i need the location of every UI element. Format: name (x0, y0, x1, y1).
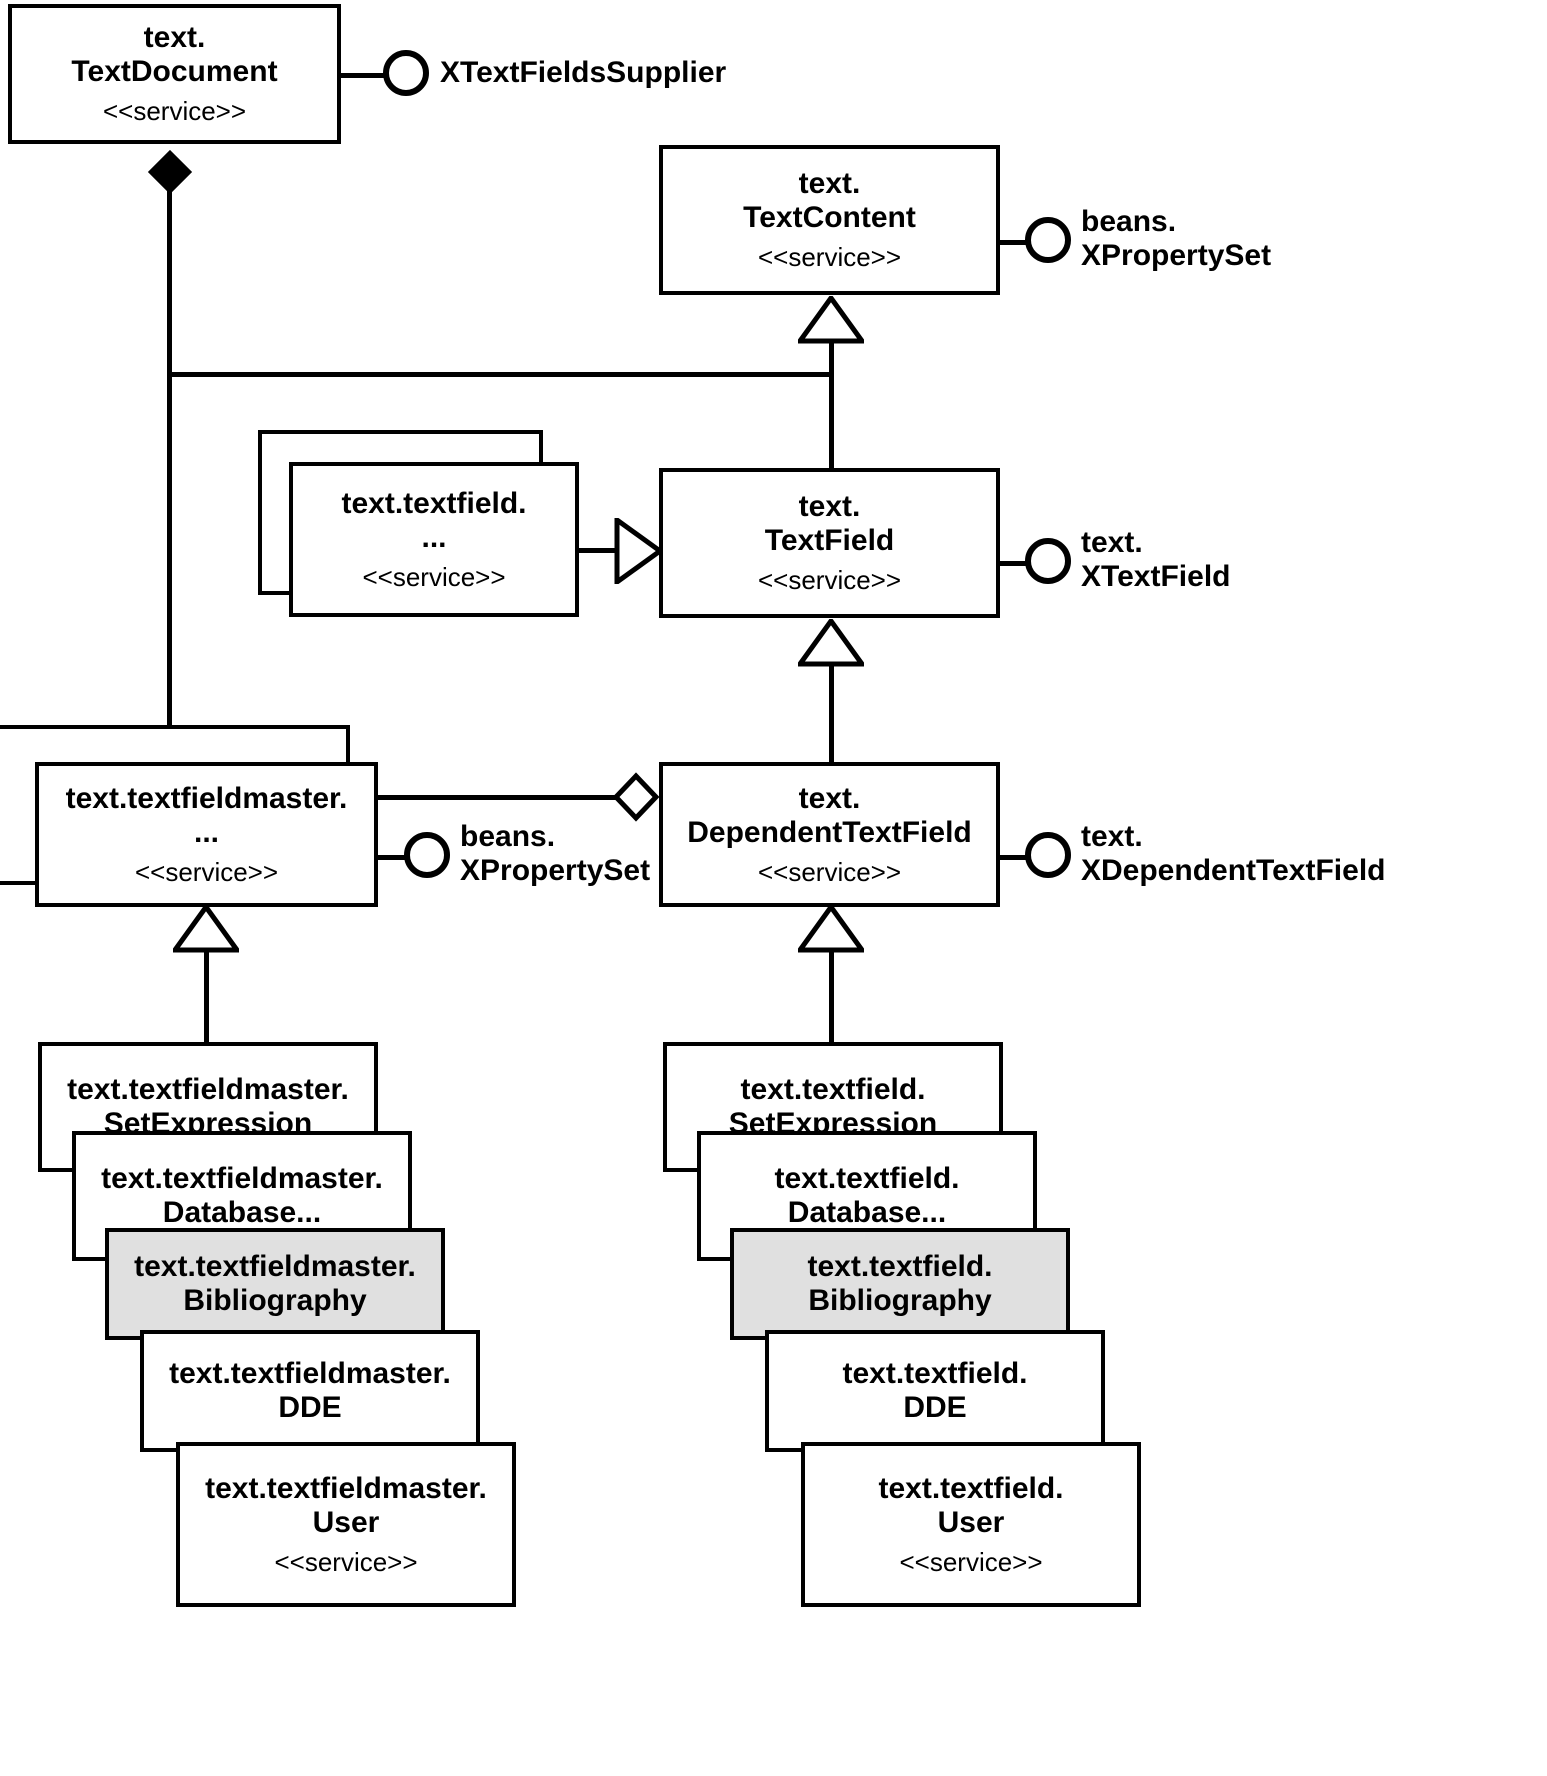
interface-label-line1: beans. (460, 820, 556, 853)
box-title-line2: DDE (278, 1391, 342, 1424)
box-title-line2: ... (421, 520, 447, 554)
box-title-line2: Database... (162, 1196, 322, 1229)
generalization-textfieldany-to-textfield-line (578, 548, 618, 553)
interface-label-line2: XPropertySet (460, 853, 651, 887)
interface-label-line2: XTextField (1081, 559, 1231, 593)
box-title-line2: TextContent (743, 201, 916, 235)
box-title-line2: User (312, 1505, 380, 1539)
composition-line-horizontal (167, 372, 832, 377)
box-text-dependenttextfield[interactable]: text. DependentTextField <<service>> (659, 762, 1000, 907)
interface-label-line1: XTextFieldsSupplier (440, 56, 727, 89)
box-title-line1: text. (143, 21, 206, 54)
box-title-line1: text.textfield. (842, 1356, 1028, 1390)
box-stereotype: <<service>> (899, 1546, 1043, 1577)
interface-lollipop-text-xdependenttextfield-icon[interactable] (1025, 832, 1071, 878)
box-textfield-bibliography[interactable]: text.textfield. Bibliography (730, 1228, 1070, 1340)
composition-diamond-filled-icon (147, 149, 193, 195)
box-title-line1: text.textfield. (740, 1072, 926, 1106)
box-stereotype: <<service>> (757, 242, 902, 273)
box-stereotype: <<service>> (757, 565, 902, 596)
box-textfieldmaster-bibliography[interactable]: text.textfieldmaster. Bibliography (105, 1228, 445, 1340)
interface-label-line1: text. (1081, 526, 1143, 559)
connector-textfieldmaster-to-xpropertyset (378, 855, 408, 860)
box-title-line2: Database... (787, 1196, 947, 1229)
interface-label-beans-xpropertyset-top: beans. XPropertySet (1081, 205, 1271, 273)
interface-lollipop-beans-xpropertyset-top-icon[interactable] (1025, 217, 1071, 263)
interface-label-line2: XDependentTextField (1081, 853, 1386, 887)
interface-label-text-xtextfield: text. XTextField (1081, 526, 1230, 594)
box-stereotype: <<service>> (102, 96, 247, 127)
generalization-arrow-to-textfield-icon (798, 619, 864, 667)
box-title-line1: text.textfieldmaster. (101, 1161, 383, 1195)
generalization-arrow-masterstack-icon (173, 905, 239, 953)
interface-lollipop-text-xtextfield-icon[interactable] (1025, 538, 1071, 584)
generalization-arrow-textfieldany-to-textfield-icon (614, 518, 662, 584)
interface-label-beans-xpropertyset-master: beans. XPropertySet (460, 820, 650, 888)
box-title-line1: text.textfield. (341, 486, 527, 520)
box-stereotype: <<service>> (134, 856, 279, 887)
interface-lollipop-beans-xpropertyset-master-icon[interactable] (404, 832, 450, 878)
interface-lollipop-xtextfieldssupplier-icon[interactable] (383, 50, 429, 96)
box-text-textfield[interactable]: text. TextField <<service>> (659, 468, 1000, 618)
composition-line-vertical-textdocument (167, 175, 172, 375)
box-title-line1: text.textfieldmaster. (65, 781, 348, 815)
box-stereotype: <<service>> (757, 856, 902, 887)
box-title-line1: text. (798, 167, 861, 200)
box-title-line2: TextDocument (71, 55, 278, 89)
box-title-line2: User (937, 1505, 1005, 1539)
box-title-line2: TextField (764, 524, 895, 558)
interface-label-xtextfieldssupplier: XTextFieldsSupplier (440, 56, 726, 90)
generalization-textfield-to-textcontent-line (829, 372, 834, 472)
box-stereotype: <<service>> (362, 561, 506, 592)
generalization-arrow-to-textcontent-icon (798, 296, 864, 344)
aggregation-diamond-hollow-icon (612, 772, 660, 822)
box-text-textcontent[interactable]: text. TextContent <<service>> (659, 145, 1000, 295)
interface-label-line2: XPropertySet (1081, 238, 1272, 272)
generalization-fieldstack-to-dependenttextfield-line (829, 940, 834, 1045)
box-title-line1: text. (798, 490, 861, 523)
composition-line-vertical-to-textfieldmaster (167, 372, 172, 762)
generalization-arrow-fieldstack-icon (798, 905, 864, 953)
connector-dependenttextfield-to-xdependenttextfield (999, 855, 1029, 860)
box-text-textdocument[interactable]: text. TextDocument <<service>> (8, 4, 341, 144)
aggregation-textfieldmaster-dependenttextfield-line (378, 795, 618, 800)
interface-label-line1: text. (1081, 820, 1143, 853)
box-textfield-dde[interactable]: text.textfield. DDE (765, 1330, 1105, 1452)
box-title-line2: DependentTextField (687, 815, 972, 849)
box-title-line1: text.textfield. (878, 1471, 1064, 1505)
box-title-line1: text.textfield. (807, 1249, 993, 1283)
interface-label-line1: beans. (1081, 205, 1177, 238)
box-title-line2: Bibliography (183, 1284, 367, 1317)
box-title-line1: text.textfieldmaster. (169, 1356, 451, 1390)
box-textfieldmaster-user[interactable]: text.textfieldmaster. User <<service>> (176, 1442, 516, 1607)
composition-line-vertical-to-textcontent (829, 330, 834, 375)
box-textfield-user[interactable]: text.textfield. User <<service>> (801, 1442, 1141, 1607)
box-text-textfieldmaster-any[interactable]: text.textfieldmaster. ... <<service>> (35, 762, 378, 907)
generalization-masterstack-to-textfieldmaster-line (204, 940, 209, 1045)
box-title-line1: text.textfieldmaster. (67, 1072, 349, 1106)
box-title-line1: text.textfield. (774, 1161, 960, 1195)
box-title-line1: text.textfieldmaster. (134, 1249, 416, 1283)
box-text-textfield-any[interactable]: text.textfield. ... <<service>> (289, 462, 579, 617)
box-textfieldmaster-dde[interactable]: text.textfieldmaster. DDE (140, 1330, 480, 1452)
connector-textfield-to-xtextfield (999, 561, 1029, 566)
box-title-line2: DDE (903, 1391, 967, 1424)
connector-textcontent-to-xpropertyset (999, 240, 1029, 245)
box-title-line2: Bibliography (808, 1284, 992, 1317)
box-title-line1: text. (798, 781, 861, 815)
generalization-dependenttextfield-to-textfield-line (829, 660, 834, 765)
box-title-line2: ... (193, 815, 219, 849)
connector-textdocument-to-xtextfieldssupplier (340, 73, 395, 78)
box-title-line1: text.textfieldmaster. (205, 1471, 487, 1505)
interface-label-text-xdependenttextfield: text. XDependentTextField (1081, 820, 1385, 888)
box-stereotype: <<service>> (274, 1546, 418, 1577)
